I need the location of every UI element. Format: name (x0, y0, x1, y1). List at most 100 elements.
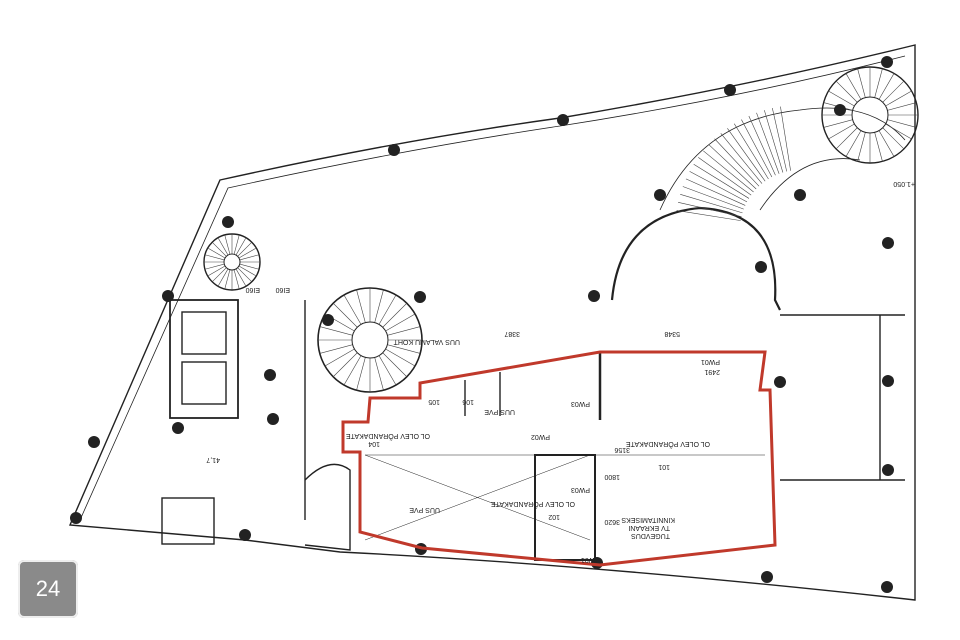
stair-step (882, 80, 905, 103)
outer-wall (68, 44, 916, 601)
stair-step (748, 115, 776, 176)
stair-step (238, 247, 257, 259)
stair-step (343, 355, 362, 386)
stair-step (378, 355, 397, 386)
stair-step (727, 128, 766, 182)
curved-wall (610, 206, 781, 311)
stair-step (204, 263, 225, 270)
column (88, 436, 100, 448)
stair-step (378, 294, 397, 325)
label-pw03: PW03 (571, 486, 590, 493)
stair-step (238, 265, 257, 277)
stair-step (845, 73, 862, 100)
stair-step (319, 326, 353, 336)
dim-3387: 3387 (504, 330, 520, 337)
dim-5348: 5348 (664, 330, 680, 337)
label-ei60: EI60 (275, 286, 290, 293)
label-reinforcement: TV EKRAANI (628, 524, 670, 531)
column (588, 290, 600, 302)
stair-step (885, 90, 912, 107)
label-reinforcement: TUGEVDUS (631, 532, 670, 539)
stair-step (235, 237, 247, 256)
highlighted-area (341, 350, 777, 567)
column (322, 314, 334, 326)
stair-step (845, 130, 862, 157)
stair-step (823, 119, 853, 128)
room-104: 104 (368, 440, 380, 447)
stair-step (835, 127, 858, 150)
column (267, 413, 279, 425)
column (794, 189, 806, 201)
page-number-badge: 24 (18, 560, 78, 618)
stair-step (239, 254, 260, 261)
elevator (169, 299, 239, 419)
stair-step (343, 294, 362, 325)
room-102: 102 (548, 513, 560, 520)
stair-step (756, 112, 780, 174)
stair-step (887, 119, 917, 128)
stair-step (207, 247, 226, 259)
label-pve: UUS PVE (484, 408, 515, 415)
stair-step (235, 268, 247, 287)
stair-step (698, 157, 752, 196)
stair-step (708, 144, 757, 190)
column (70, 512, 82, 524)
label-floor: OL OLEV PÕRANDAKATE (346, 432, 430, 441)
label-floor: OL OLEV PÕRANDAKATE (491, 500, 575, 509)
label-pw01: PW01 (581, 556, 600, 563)
stair-step (693, 163, 750, 199)
stair-step (217, 268, 229, 287)
stair-step (874, 68, 883, 98)
stair-step (857, 132, 866, 162)
stair-step (211, 241, 227, 257)
label-pw02: PW02 (531, 433, 550, 440)
label-reinforcement: KINNITAMISEKS (621, 516, 675, 523)
stair-step (237, 241, 253, 257)
room-101: 101 (658, 463, 670, 470)
stair-step (382, 352, 407, 377)
stair-step (772, 108, 788, 172)
column (774, 376, 786, 388)
column (172, 422, 184, 434)
column (881, 581, 893, 593)
stair-step (828, 123, 855, 140)
column (834, 104, 846, 116)
stair-step (714, 138, 760, 187)
label-ei60: EI60 (245, 286, 260, 293)
column (239, 529, 251, 541)
column (882, 464, 894, 476)
stair-step (204, 254, 225, 261)
stair-step (217, 237, 229, 256)
room-105: 105 (428, 398, 440, 405)
label-pve: UUS PVE (409, 506, 440, 513)
column (761, 571, 773, 583)
stair-step (878, 73, 895, 100)
column (414, 291, 426, 303)
stair-step (678, 202, 742, 218)
stair-step (374, 289, 384, 323)
stair-step (324, 348, 355, 367)
stair-step (356, 357, 366, 391)
column (882, 237, 894, 249)
stair-step (680, 194, 743, 214)
stair-step (703, 150, 754, 193)
stair-step (382, 303, 407, 328)
stair-step (333, 352, 358, 377)
stair-step (857, 68, 866, 98)
room-106: 106 (462, 398, 474, 405)
stair-step (874, 132, 883, 162)
column (654, 189, 666, 201)
label-pw03: PW03 (571, 400, 590, 407)
label-sink: UUS VALAMU KOHT (393, 338, 460, 345)
stair-step (882, 127, 905, 150)
column (222, 216, 234, 228)
dim-3156: 3156 (614, 446, 630, 453)
stair-step (885, 123, 912, 140)
dim-1800: 1800 (604, 473, 620, 480)
label-area: 41,7 (206, 456, 220, 463)
column (388, 144, 400, 156)
label-floor: OL OLEV PÕRANDAKATE (626, 440, 710, 449)
column (162, 290, 174, 302)
stair-step (720, 133, 763, 184)
